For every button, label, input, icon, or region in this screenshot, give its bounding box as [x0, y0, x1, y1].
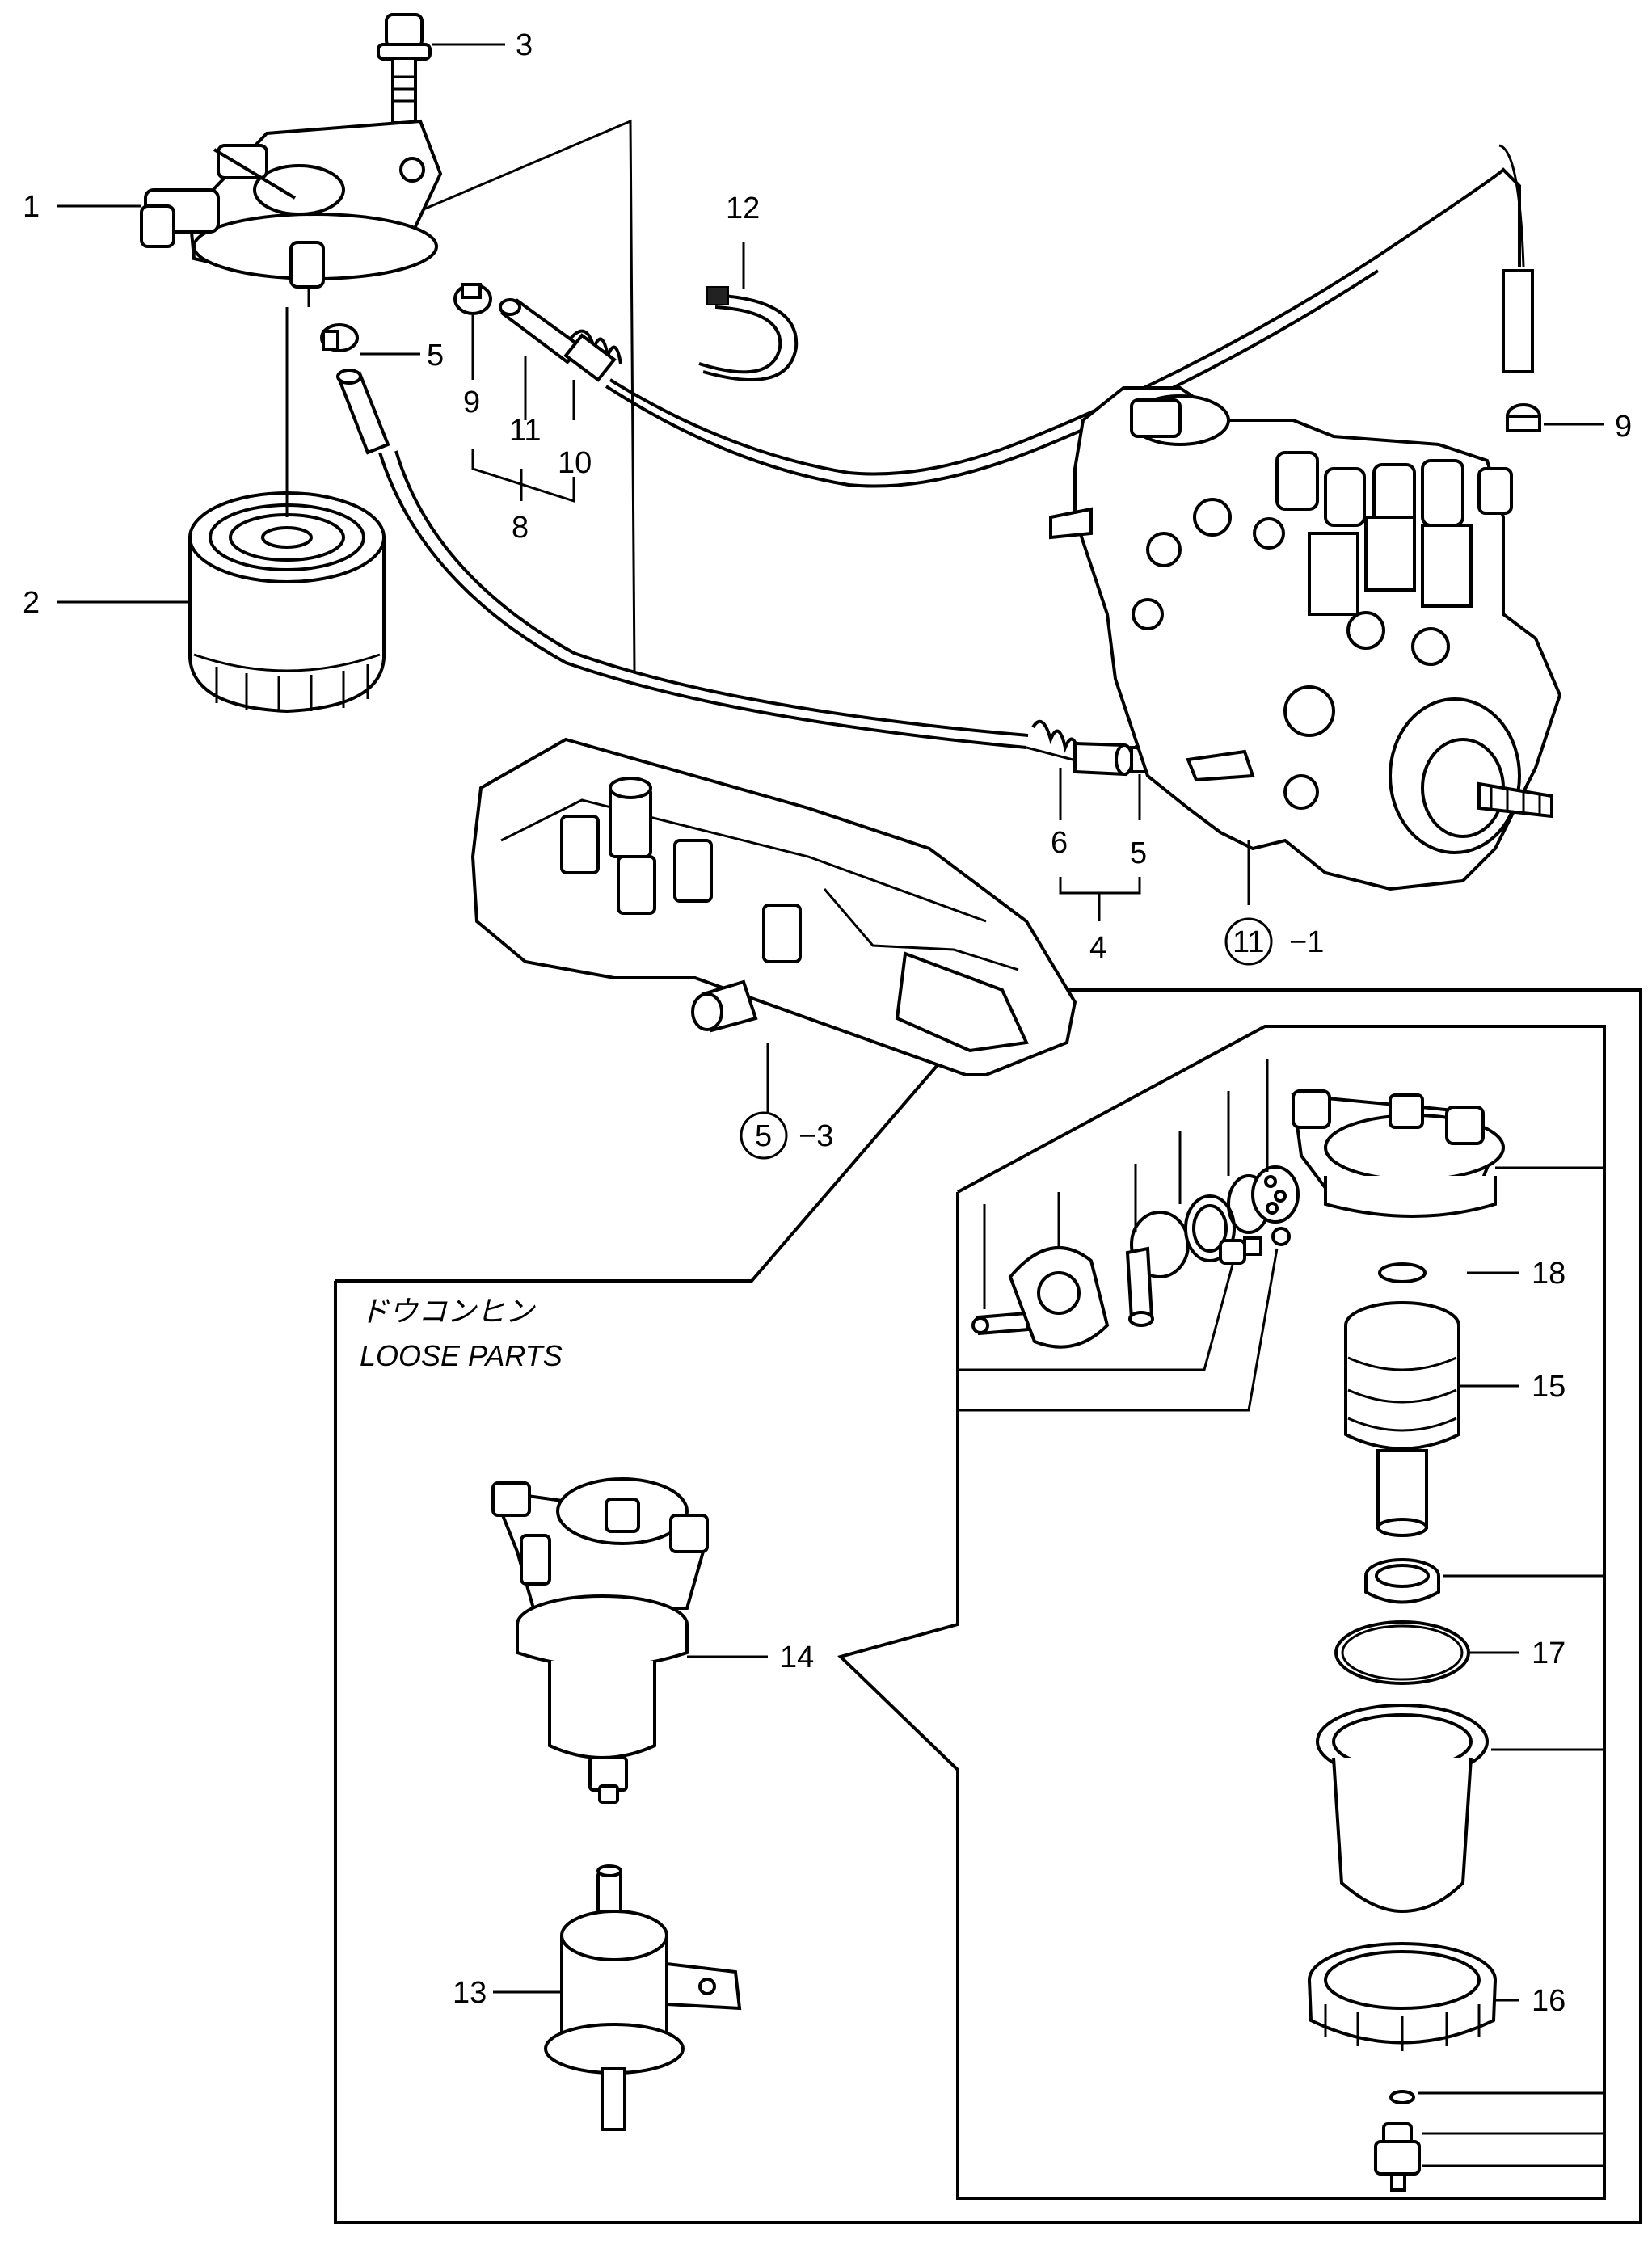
exploded-bolt-d — [1219, 1236, 1262, 1265]
inline-filter-13 — [544, 1864, 742, 2131]
filter-cartridge-2 — [188, 307, 386, 714]
svg-text:−1: −1 — [1289, 925, 1324, 959]
filter-element-15 — [1344, 1301, 1460, 1537]
oring-17 — [1334, 1620, 1470, 1685]
ref-11-1: 11 −1 — [1224, 917, 1324, 966]
callout-17: 17 — [1532, 1637, 1566, 1670]
callout-5-lower: 5 — [1130, 836, 1147, 870]
callout-9-left: 9 — [463, 385, 480, 419]
loose-parts-label-jp: ドウコンヒン — [360, 1295, 536, 1328]
svg-text:−3: −3 — [799, 1119, 833, 1153]
bolt-3 — [377, 13, 432, 124]
spring-10 — [563, 329, 622, 382]
drain-oring — [1389, 2090, 1604, 2104]
bracket-leader-lines — [411, 119, 636, 672]
clip-5-top — [320, 323, 359, 352]
exploded-oring-e — [1271, 1227, 1291, 1246]
fuel-line-long — [605, 144, 1534, 488]
exploded-lever — [1125, 1211, 1190, 1327]
exploded-leaders — [958, 1059, 1604, 1412]
callout-labels: 1 2 3 5 9 11 10 8 12 9 6 5 4 18 15 14 17… — [23, 28, 1632, 2018]
pipe-11 — [499, 298, 585, 364]
callout-13: 13 — [453, 1976, 487, 2010]
callout-1: 1 — [23, 190, 40, 224]
drain-plug — [1374, 2122, 1604, 2192]
oring-18 — [1378, 1262, 1427, 1283]
callout-15: 15 — [1532, 1370, 1566, 1404]
ring-nut-16 — [1308, 1942, 1497, 2051]
callout-leaders — [57, 43, 1604, 2002]
svg-text:5: 5 — [755, 1119, 772, 1153]
svg-text:11: 11 — [1233, 925, 1264, 959]
injection-pump — [1049, 386, 1562, 905]
fuel-line-lower — [378, 450, 1029, 749]
water-separator-14 — [490, 1477, 709, 1804]
ref-5-3: 5 −3 — [740, 1111, 833, 1160]
intake-manifold — [470, 737, 1077, 1131]
loose-parts-label-en: LOOSE PARTS — [360, 1339, 563, 1372]
pipe-4 — [1073, 741, 1134, 777]
band-clamp-12 — [698, 286, 799, 381]
ring-under-element — [1364, 1558, 1604, 1604]
short-hose — [336, 369, 390, 455]
callout-5-top: 5 — [427, 339, 444, 373]
callout-4: 4 — [1089, 931, 1106, 965]
callout-9-right: 9 — [1615, 410, 1632, 444]
clip-9-right — [1506, 403, 1541, 432]
callout-10: 10 — [558, 446, 592, 480]
callout-3: 3 — [516, 28, 533, 62]
loose-parts-frame — [334, 988, 1642, 2224]
exploded-plate — [1008, 1246, 1110, 1349]
callout-16: 16 — [1532, 1984, 1566, 2018]
separator-bowl — [1316, 1704, 1604, 1914]
callout-12: 12 — [726, 192, 760, 225]
exploded-screw — [971, 1311, 1030, 1336]
filter-head-1 — [140, 119, 443, 307]
exploded-gasket-c — [1251, 1165, 1300, 1224]
spring-6 — [1026, 719, 1081, 763]
callout-18: 18 — [1532, 1257, 1566, 1291]
callout-11: 11 — [509, 414, 541, 448]
separator-head — [1291, 1089, 1505, 1218]
callout-14: 14 — [780, 1641, 814, 1674]
clip-9-left — [453, 283, 492, 315]
callout-6: 6 — [1051, 826, 1068, 860]
callout-2: 2 — [23, 586, 40, 620]
loose-parts-label: ドウコンヒン LOOSE PARTS — [360, 1295, 563, 1372]
callout-8: 8 — [512, 511, 529, 545]
